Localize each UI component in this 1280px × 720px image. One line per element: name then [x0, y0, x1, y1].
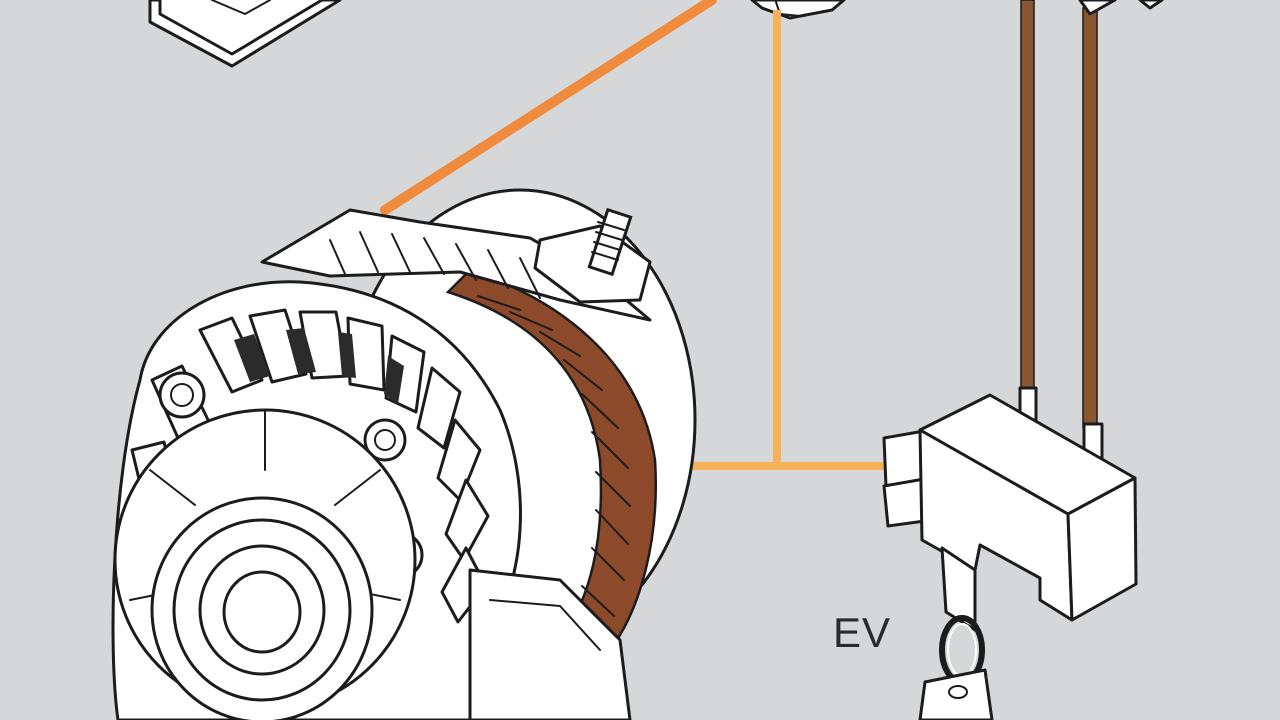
- key-fob-icon: [918, 615, 994, 720]
- ev-label: EV: [833, 609, 892, 656]
- alternator-icon: [111, 188, 697, 720]
- pulley: [150, 496, 374, 720]
- wire-orange-main: [380, 0, 717, 215]
- fuse-icon: [750, 0, 846, 20]
- terminal-stud: [533, 207, 652, 304]
- wire-brown: [1018, 0, 1164, 460]
- battery-icon: [148, 0, 342, 68]
- wire-light-orange: [686, 10, 892, 470]
- connector-plug-icon: [882, 393, 1138, 632]
